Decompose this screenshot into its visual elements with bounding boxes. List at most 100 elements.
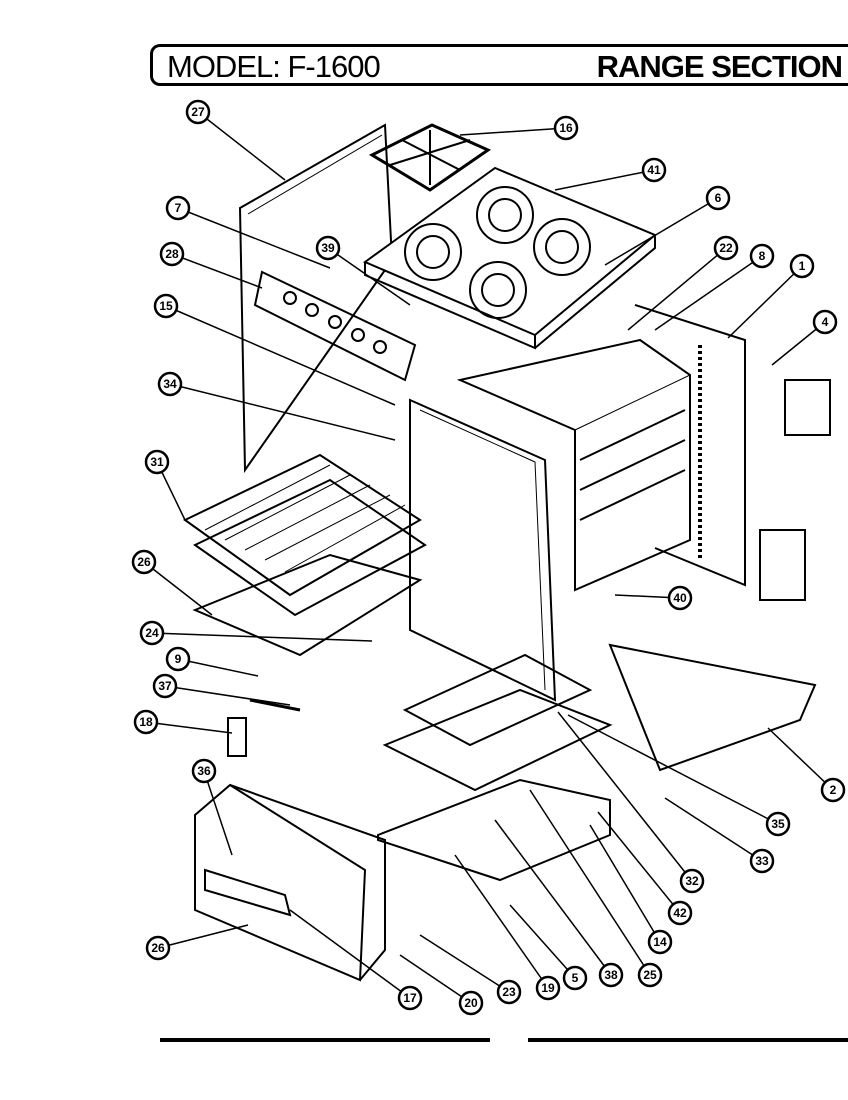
callout-label: 34 (163, 377, 177, 391)
callout-label: 42 (673, 906, 687, 920)
callout-label: 32 (685, 874, 699, 888)
leader-line (589, 824, 661, 943)
callout-7: 7 (165, 195, 331, 269)
callout-circle (145, 935, 171, 961)
callout-label: 41 (647, 163, 661, 177)
callout-circle (553, 115, 579, 141)
leader-line (197, 111, 286, 181)
callout-5: 5 (509, 904, 588, 991)
callout-label: 31 (150, 455, 164, 469)
callout-circle (562, 965, 588, 991)
callout-36: 36 (191, 758, 233, 856)
callout-28: 28 (159, 241, 263, 289)
callout-38: 38 (494, 819, 624, 988)
callout-32: 32 (557, 711, 705, 894)
callout-circle (191, 758, 217, 784)
leader-line (494, 819, 612, 976)
callout-label: 35 (771, 817, 785, 831)
callout-circle (598, 962, 624, 988)
callout-circle (153, 293, 179, 319)
callout-18: 18 (133, 709, 233, 735)
callout-circle (165, 646, 191, 672)
callout-41: 41 (554, 157, 667, 191)
callout-label: 8 (759, 249, 766, 263)
callout-label: 25 (643, 968, 657, 982)
leader-line (145, 721, 233, 734)
callout-circle (165, 195, 191, 221)
leader-line (459, 127, 567, 136)
callout-label: 7 (175, 201, 182, 215)
callout-2: 2 (767, 727, 846, 803)
callout-label: 19 (541, 981, 555, 995)
leader-line (627, 247, 727, 331)
callout-label: 1 (799, 259, 806, 273)
callout-circle (133, 709, 159, 735)
leader-line (567, 714, 779, 825)
callout-circle (458, 990, 484, 1016)
callout-label: 14 (653, 935, 667, 949)
leader-line (327, 247, 411, 306)
leader-line (509, 904, 576, 979)
callout-8: 8 (654, 243, 775, 331)
callout-1: 1 (727, 253, 815, 339)
callout-circle (139, 620, 165, 646)
leader-line (203, 770, 233, 856)
callout-37: 37 (152, 673, 291, 706)
callout-label: 22 (719, 241, 733, 255)
callout-label: 9 (175, 652, 182, 666)
callout-circle (152, 673, 178, 699)
callout-23: 23 (419, 934, 522, 1005)
callout-27: 27 (185, 99, 286, 181)
callout-circle (647, 929, 673, 955)
callout-label: 39 (321, 241, 335, 255)
leader-line (604, 197, 719, 266)
leader-line (727, 265, 803, 339)
callout-40: 40 (614, 585, 693, 611)
footer-rule-left (160, 1038, 490, 1042)
callout-26: 26 (131, 549, 213, 616)
callout-label: 28 (165, 247, 179, 261)
callout-20: 20 (399, 954, 484, 1016)
callout-33: 33 (664, 797, 775, 874)
callout-label: 27 (191, 105, 205, 119)
callout-circle (637, 962, 663, 988)
callout-circle (131, 549, 157, 575)
leader-line (767, 727, 834, 791)
leader-line (554, 169, 655, 191)
callout-circle (749, 243, 775, 269)
callout-circle (496, 979, 522, 1005)
section-title: RANGE SECTION (596, 49, 843, 84)
callout-label: 15 (159, 299, 173, 313)
callout-label: 17 (403, 991, 417, 1005)
callout-circle (667, 900, 693, 926)
leader-line (177, 658, 259, 677)
callout-label: 26 (137, 555, 151, 569)
leader-line (654, 255, 763, 331)
footer-rule-right (528, 1038, 848, 1042)
callout-6: 6 (604, 185, 731, 266)
line-art (183, 123, 831, 982)
callout-circle (667, 585, 693, 611)
callout-circle (765, 811, 791, 837)
callout-label: 23 (502, 985, 516, 999)
callout-circle (159, 241, 185, 267)
callout-35: 35 (567, 714, 791, 837)
callout-label: 4 (822, 315, 829, 329)
callout-circle (397, 985, 423, 1011)
leader-line (151, 632, 373, 642)
callout-circle (315, 235, 341, 261)
leader-line (157, 924, 249, 949)
callout-circle (789, 253, 815, 279)
callout-circle (185, 99, 211, 125)
callout-label: 26 (151, 941, 165, 955)
callout-34: 34 (157, 371, 396, 441)
model-title: MODEL: F-1600 (167, 49, 381, 84)
callout-39: 39 (315, 235, 411, 306)
leader-line (597, 811, 681, 914)
leader-line (143, 561, 213, 616)
callout-42: 42 (597, 811, 693, 926)
callout-label: 33 (755, 854, 769, 868)
callout-label: 38 (604, 968, 618, 982)
